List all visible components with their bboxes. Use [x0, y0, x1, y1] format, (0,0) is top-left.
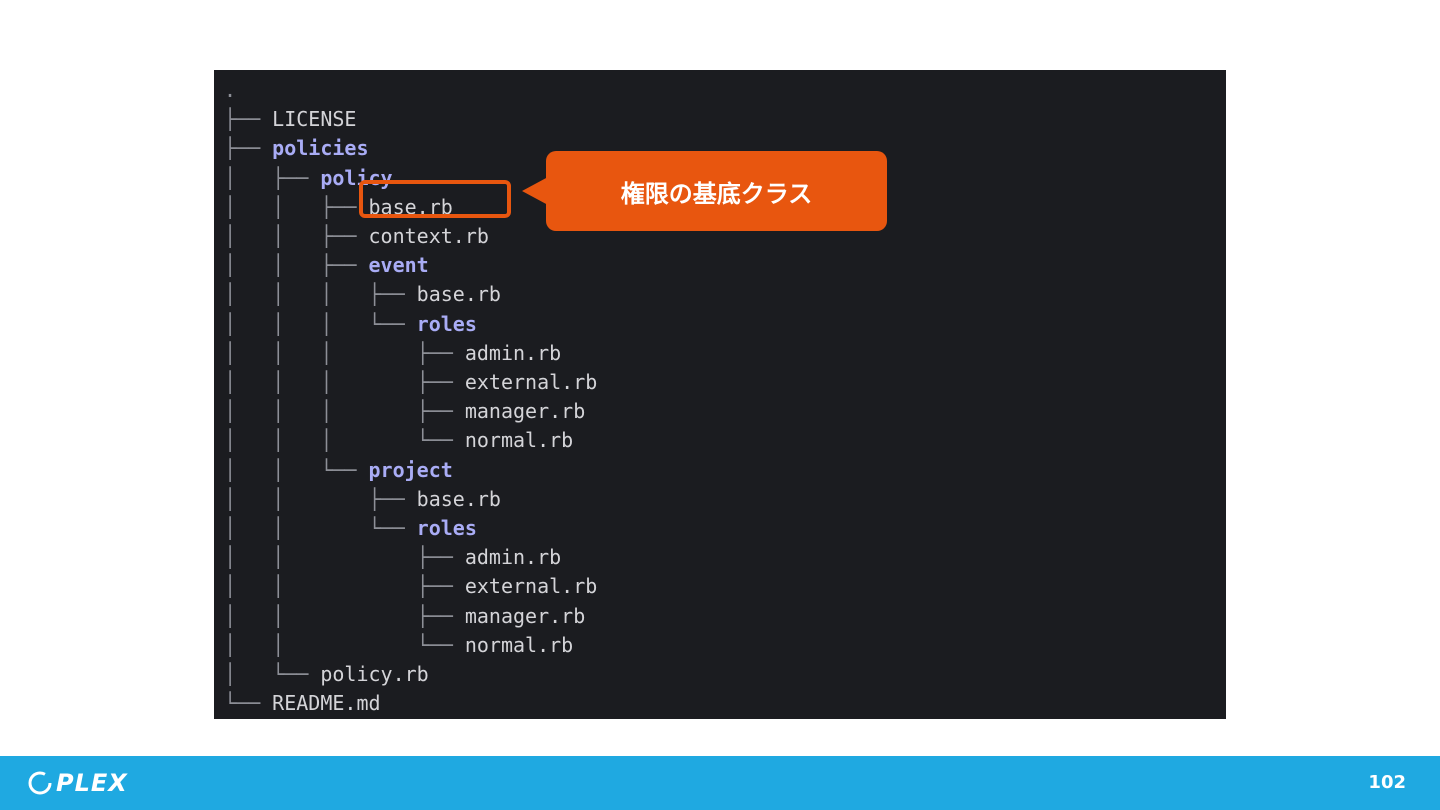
file-name: manager.rb — [464, 399, 586, 424]
file-name: admin.rb — [464, 340, 562, 365]
tree-row: │ │ │ ├── manager.rb — [224, 397, 585, 426]
directory-name: policy — [320, 165, 393, 190]
highlight-box — [359, 180, 511, 218]
tree-row: └── README.md — [224, 689, 381, 718]
tree-row: ├── LICENSE — [224, 105, 356, 134]
tree-row: │ │ │ ├── admin.rb — [224, 339, 561, 368]
tree-branch: └── — [224, 691, 273, 716]
tree-row: ├── policies — [224, 134, 369, 163]
directory-name: roles — [416, 516, 477, 540]
tree-row: │ │ └── project — [224, 456, 453, 485]
tree-branch: . — [224, 78, 237, 102]
file-name: manager.rb — [464, 603, 586, 628]
tree-row: │ │ │ ├── base.rb — [224, 280, 501, 309]
file-name: external.rb — [464, 370, 598, 394]
tree-row: . — [224, 76, 236, 105]
tree-row: │ │ ├── manager.rb — [224, 602, 585, 631]
file-name: external.rb — [464, 574, 598, 599]
tree-row: │ │ └── normal.rb — [224, 631, 573, 660]
plex-logo: PLEX — [27, 768, 128, 798]
file-name: base.rb — [416, 486, 501, 511]
tree-row: │ │ ├── event — [224, 251, 429, 280]
file-name: README.md — [272, 691, 381, 716]
file-name: normal.rb — [464, 428, 574, 453]
tree-branch: │ ├── — [224, 165, 321, 190]
callout-text: 権限の基底クラス — [620, 179, 813, 208]
plex-logo-ring-icon — [28, 771, 52, 795]
directory-name: event — [368, 253, 429, 278]
tree-branch: │ │ │ ├── — [224, 370, 465, 394]
tree-branch: ├── — [224, 136, 273, 161]
file-name: policy.rb — [320, 662, 429, 686]
tree-row: │ │ ├── external.rb — [224, 572, 597, 601]
footer-bar: PLEX 102 — [0, 756, 1440, 810]
directory-name: project — [368, 457, 453, 482]
callout-pointer — [522, 177, 548, 205]
tree-branch: │ │ ├── — [224, 253, 369, 278]
file-name: context.rb — [368, 224, 489, 248]
tree-branch: │ │ │ └── — [224, 428, 465, 453]
tree-row: │ │ │ └── roles — [224, 310, 477, 339]
tree-branch: │ └── — [224, 662, 321, 686]
directory-name: policies — [272, 136, 369, 161]
tree-row: │ │ ├── context.rb — [224, 222, 489, 251]
tree-row: │ │ ├── base.rb — [224, 485, 501, 514]
callout-label: 権限の基底クラス — [546, 151, 887, 231]
file-name: LICENSE — [272, 107, 357, 132]
tree-row: │ │ │ ├── external.rb — [224, 368, 597, 397]
tree-branch: │ │ ├── — [224, 545, 465, 570]
tree-branch: │ │ │ ├── — [224, 340, 465, 365]
tree-branch: │ │ │ └── — [224, 311, 417, 336]
tree-branch: │ │ ├── — [224, 574, 465, 599]
logo-text: PLEX — [56, 769, 128, 797]
file-name: base.rb — [416, 282, 501, 307]
tree-row: │ │ │ └── normal.rb — [224, 426, 573, 455]
tree-branch: │ │ ├── — [224, 194, 369, 219]
tree-branch: │ │ ├── — [224, 603, 465, 628]
tree-branch: │ │ ├── — [224, 224, 369, 248]
tree-row: │ │ ├── admin.rb — [224, 543, 561, 572]
page-number: 102 — [1368, 772, 1406, 793]
tree-branch: │ │ ├── — [224, 486, 417, 511]
tree-branch: ├── — [224, 107, 273, 132]
file-name: admin.rb — [464, 545, 562, 570]
tree-row: │ ├── policy — [224, 164, 393, 193]
directory-name: roles — [416, 311, 477, 336]
tree-branch: │ │ │ ├── — [224, 399, 465, 424]
tree-branch: │ │ │ ├── — [224, 282, 417, 307]
tree-row: │ └── policy.rb — [224, 660, 429, 689]
tree-row: │ │ └── roles — [224, 514, 477, 543]
tree-branch: │ │ └── — [224, 457, 369, 482]
tree-branch: │ │ └── — [224, 516, 417, 540]
tree-branch: │ │ └── — [224, 632, 465, 657]
file-name: normal.rb — [464, 632, 574, 657]
